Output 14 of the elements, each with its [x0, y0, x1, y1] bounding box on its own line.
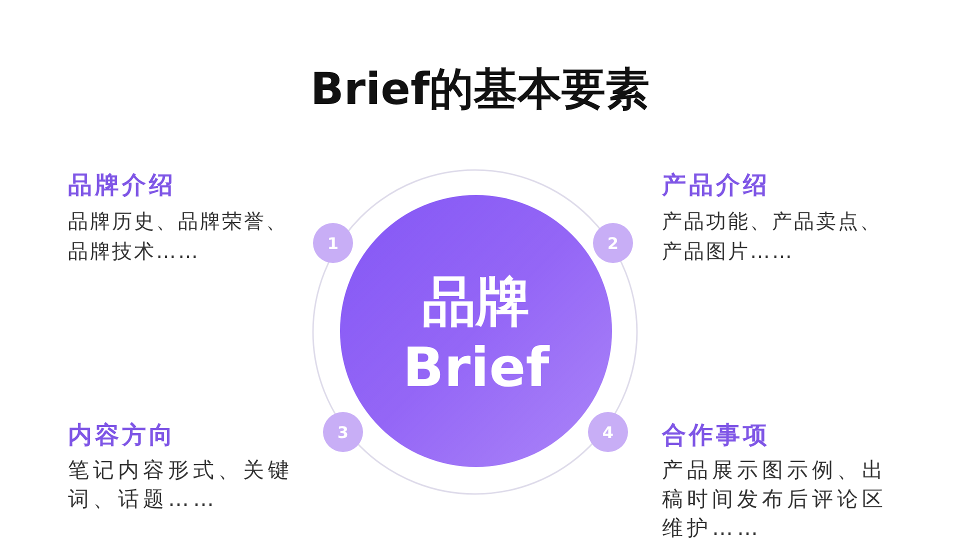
- section-description: 产品功能、产品卖点、产品图片……: [662, 208, 883, 265]
- section-description: 产品展示图示例、出稿时间发布后评论区维护……: [662, 457, 888, 542]
- section-description: 品牌历史、品牌荣誉、品牌技术……: [68, 208, 289, 265]
- step-number-circle: 4: [588, 412, 628, 452]
- section-heading: 合作事项: [662, 420, 770, 450]
- section-heading: 品牌介绍: [68, 170, 176, 200]
- section-description: 笔记内容形式、关键词、话题……: [68, 457, 294, 513]
- diagram-title: Brief的基本要素: [310, 64, 650, 115]
- step-number-circle: 1: [313, 223, 353, 263]
- section-heading: 产品介绍: [662, 170, 770, 200]
- step-number-circle: 3: [323, 412, 363, 452]
- center-label: 品牌 Brief: [402, 269, 551, 401]
- step-number-circle: 2: [593, 223, 633, 263]
- section-heading: 内容方向: [68, 420, 176, 450]
